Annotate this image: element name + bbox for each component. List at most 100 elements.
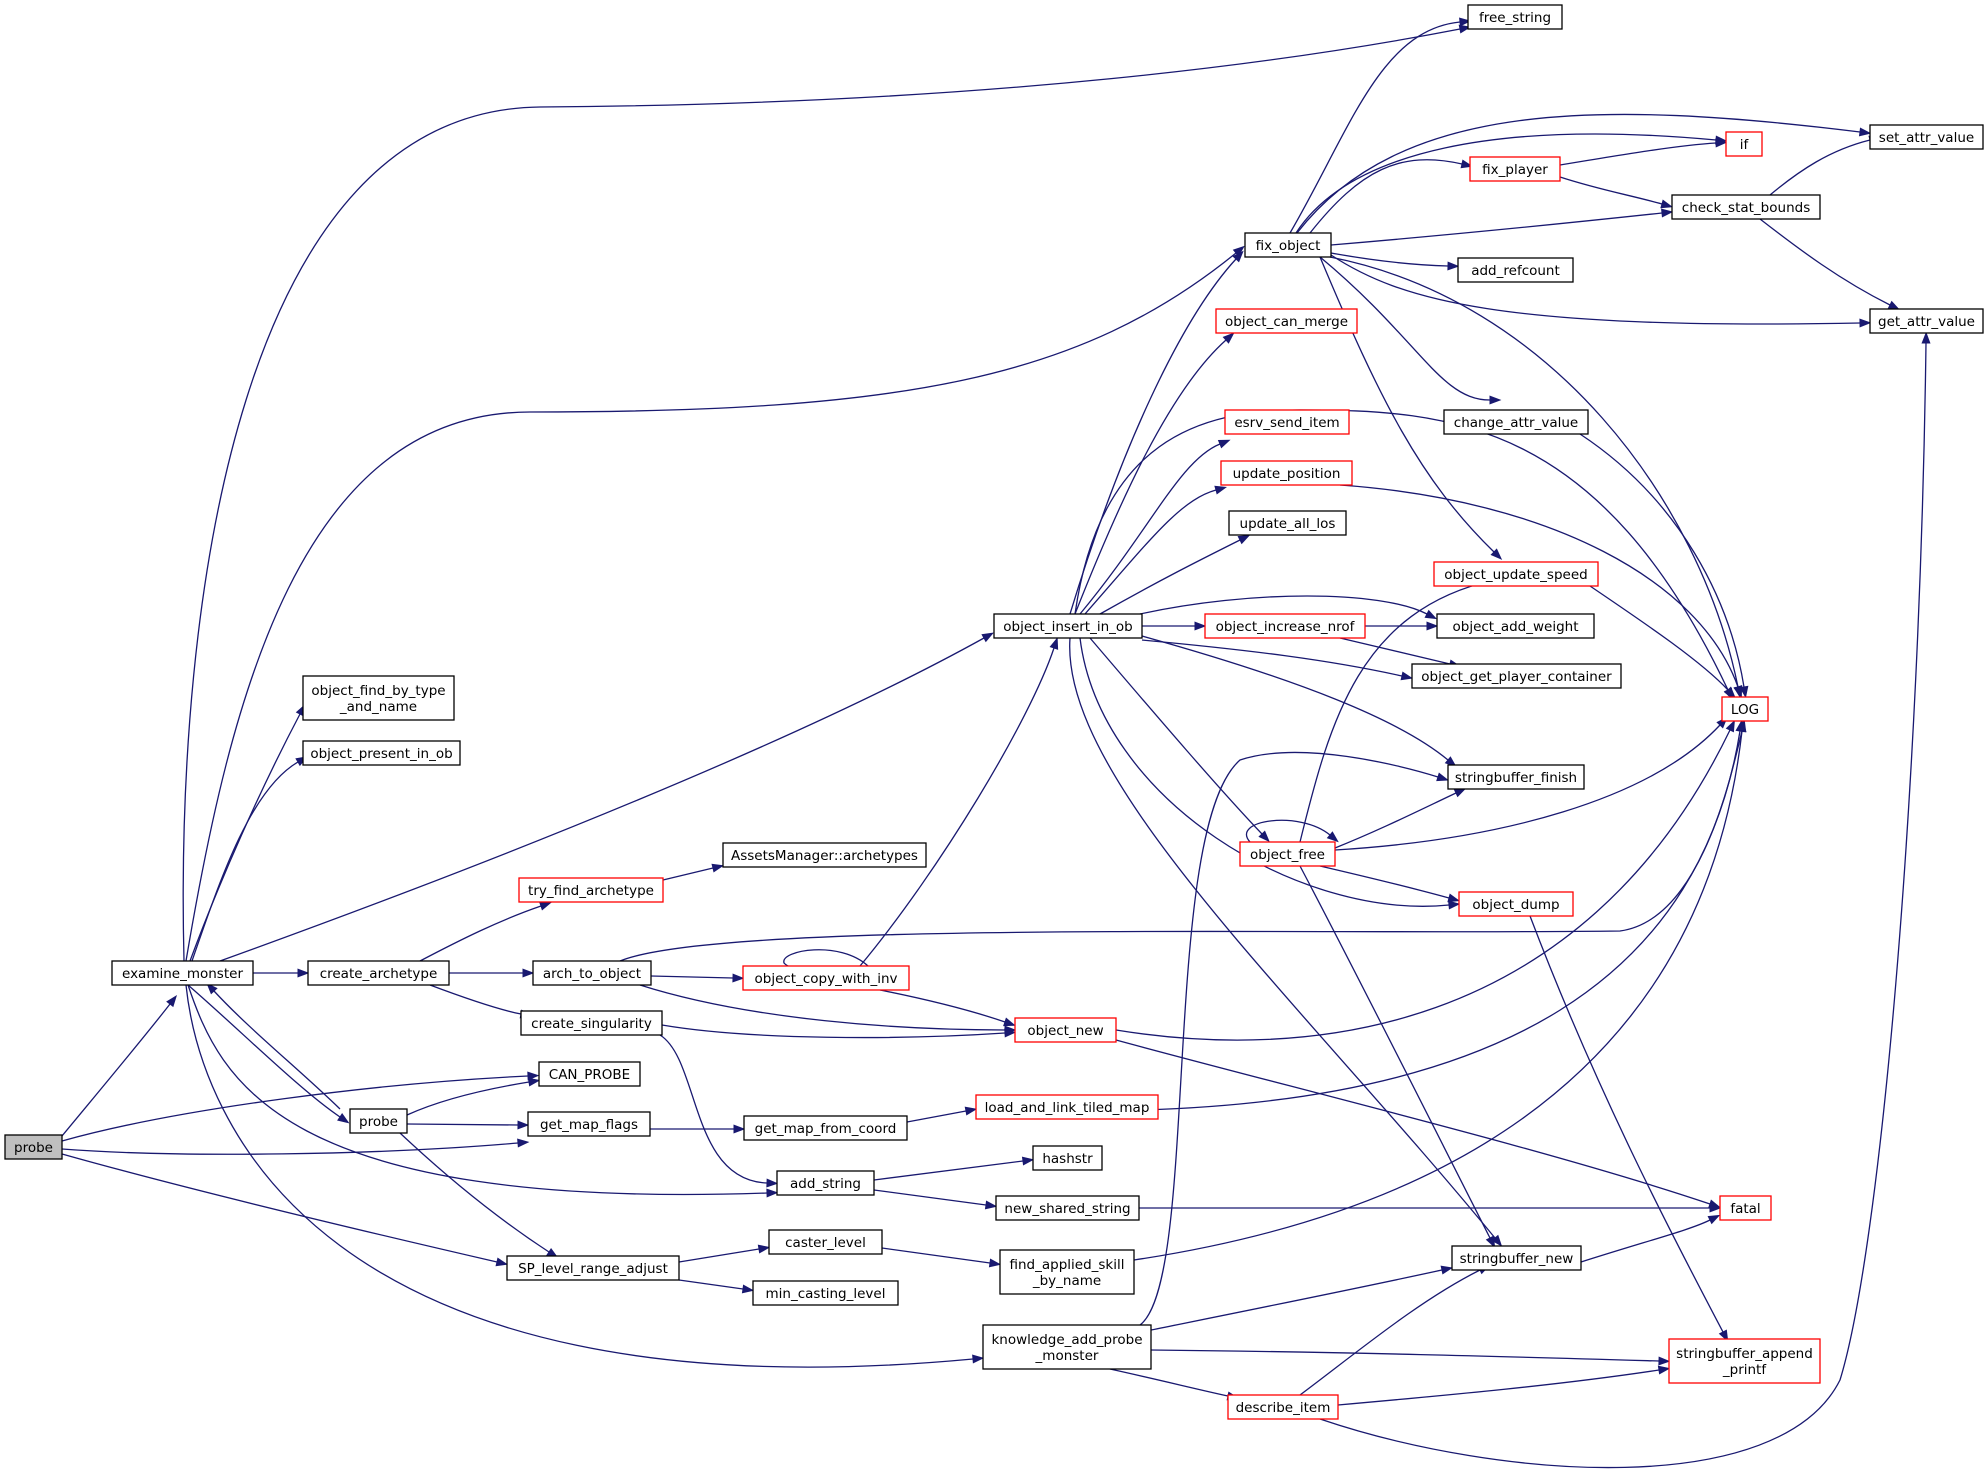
edge-describe_item-to-stringbuffer_append_printf bbox=[1337, 1365, 1671, 1406]
edge-create_singularity-to-object_new bbox=[661, 1024, 1017, 1039]
node-label: object_add_weight bbox=[1452, 619, 1578, 635]
node-probe_root[interactable]: probe bbox=[4, 1134, 63, 1160]
node-box bbox=[1451, 1245, 1582, 1271]
node-sp_level_range_adjust[interactable]: SP_level_range_adjust bbox=[506, 1255, 680, 1281]
edge-find_applied_skill_by_name-to-log bbox=[1133, 719, 1747, 1261]
arrowhead-icon bbox=[1661, 208, 1674, 218]
node-arch_to_object[interactable]: arch_to_object bbox=[532, 960, 652, 986]
node-box bbox=[1725, 131, 1763, 157]
edge-fix_object-to-free_string bbox=[1289, 17, 1472, 234]
node-update_all_los[interactable]: update_all_los bbox=[1228, 510, 1347, 536]
arrowhead-icon bbox=[757, 1244, 771, 1254]
node-box bbox=[752, 1280, 899, 1306]
node-object_dump[interactable]: object_dump bbox=[1458, 891, 1574, 917]
arrowhead-icon bbox=[1453, 788, 1467, 798]
node-box bbox=[768, 1229, 883, 1255]
arrowhead-icon bbox=[1485, 1235, 1496, 1249]
edge-sp_level_range_adjust-to-caster_level bbox=[678, 1244, 771, 1263]
node-can_probe[interactable]: CAN_PROBE bbox=[538, 1061, 641, 1087]
node-object_update_speed[interactable]: object_update_speed bbox=[1433, 561, 1599, 587]
node-fatal[interactable]: fatal bbox=[1719, 1195, 1772, 1221]
node-new_shared_string[interactable]: new_shared_string bbox=[995, 1195, 1140, 1221]
node-label: if bbox=[1740, 137, 1750, 153]
node-if[interactable]: if bbox=[1725, 131, 1763, 157]
node-object_can_merge[interactable]: object_can_merge bbox=[1215, 308, 1358, 334]
edge-object_new-to-fatal bbox=[1115, 1039, 1721, 1209]
node-stringbuffer_new[interactable]: stringbuffer_new bbox=[1451, 1245, 1582, 1271]
node-box bbox=[999, 1249, 1135, 1295]
node-label: create_archetype bbox=[320, 966, 438, 982]
edge-fix_object-to-set_attr_value bbox=[1296, 113, 1872, 234]
edge-object_free-to-stringbuffer_new bbox=[1299, 865, 1496, 1249]
node-change_attr_value[interactable]: change_attr_value bbox=[1443, 409, 1589, 435]
node-label: SP_level_range_adjust bbox=[518, 1261, 668, 1277]
node-examine_monster[interactable]: examine_monster bbox=[111, 960, 254, 986]
node-object_present_in_ob[interactable]: object_present_in_ob bbox=[302, 740, 461, 766]
node-stringbuffer_finish[interactable]: stringbuffer_finish bbox=[1447, 764, 1585, 790]
arrowhead-icon bbox=[741, 1284, 755, 1294]
node-fix_player[interactable]: fix_player bbox=[1469, 156, 1561, 182]
node-box bbox=[1719, 1195, 1772, 1221]
arrowhead-icon bbox=[1400, 671, 1414, 681]
arrowhead-icon bbox=[1459, 17, 1472, 27]
node-find_applied_skill_by_name[interactable]: find_applied_skill_by_name bbox=[999, 1249, 1135, 1295]
node-box bbox=[742, 965, 910, 991]
node-knowledge_add_probe_monster[interactable]: knowledge_add_probe_monster bbox=[982, 1324, 1152, 1370]
arrowhead-icon bbox=[1458, 24, 1472, 34]
node-object_add_weight[interactable]: object_add_weight bbox=[1436, 613, 1595, 639]
node-esrv_send_item[interactable]: esrv_send_item bbox=[1224, 409, 1350, 435]
node-box bbox=[1411, 663, 1622, 689]
node-log[interactable]: LOG bbox=[1721, 696, 1769, 722]
node-label: create_singularity bbox=[531, 1016, 652, 1032]
arrowhead-icon bbox=[1739, 685, 1749, 699]
edge-examine_monster-to-create_archetype bbox=[253, 968, 310, 978]
edge-sp_level_range_adjust-to-min_casting_level bbox=[678, 1279, 755, 1294]
node-fix_object[interactable]: fix_object bbox=[1244, 232, 1332, 258]
node-object_get_player_container[interactable]: object_get_player_container bbox=[1411, 663, 1622, 689]
node-create_archetype[interactable]: create_archetype bbox=[307, 960, 450, 986]
node-get_map_from_coord[interactable]: get_map_from_coord bbox=[743, 1115, 908, 1141]
node-object_find_by_type_and_name[interactable]: object_find_by_type_and_name bbox=[302, 675, 455, 721]
edge-try_find_archetype-to-assets_archetypes bbox=[662, 863, 725, 881]
node-box bbox=[1869, 308, 1984, 334]
node-object_copy_with_inv[interactable]: object_copy_with_inv bbox=[742, 965, 910, 991]
arrowhead-icon bbox=[1657, 1365, 1671, 1375]
node-object_insert_in_ob[interactable]: object_insert_in_ob bbox=[993, 613, 1143, 639]
node-stringbuffer_append_printf[interactable]: stringbuffer_append_printf bbox=[1668, 1338, 1821, 1384]
node-create_singularity[interactable]: create_singularity bbox=[520, 1010, 663, 1036]
node-update_position[interactable]: update_position bbox=[1220, 460, 1353, 486]
arrowhead-icon bbox=[981, 632, 994, 643]
node-try_find_archetype[interactable]: try_find_archetype bbox=[518, 877, 664, 903]
node-label: try_find_archetype bbox=[528, 883, 654, 899]
node-get_map_flags[interactable]: get_map_flags bbox=[527, 1111, 651, 1137]
node-min_casting_level[interactable]: min_casting_level bbox=[752, 1280, 899, 1306]
node-add_refcount[interactable]: add_refcount bbox=[1457, 257, 1574, 283]
node-box bbox=[1433, 561, 1599, 587]
node-hashstr[interactable]: hashstr bbox=[1032, 1145, 1103, 1171]
node-assets_archetypes[interactable]: AssetsManager::archetypes bbox=[722, 842, 927, 868]
node-box bbox=[1469, 156, 1561, 182]
node-box bbox=[1224, 409, 1350, 435]
node-get_attr_value[interactable]: get_attr_value bbox=[1869, 308, 1984, 334]
arrowhead-icon bbox=[766, 1188, 779, 1198]
node-object_free[interactable]: object_free bbox=[1239, 841, 1336, 867]
node-free_string[interactable]: free_string bbox=[1467, 4, 1563, 30]
node-caster_level[interactable]: caster_level bbox=[768, 1229, 883, 1255]
node-probe2[interactable]: probe bbox=[349, 1108, 408, 1134]
node-label: _printf bbox=[1722, 1362, 1767, 1378]
arrowhead-icon bbox=[1715, 138, 1728, 148]
edge-fix_object-to-check_stat_bounds bbox=[1330, 208, 1674, 246]
node-set_attr_value[interactable]: set_attr_value bbox=[1869, 124, 1984, 150]
node-box bbox=[743, 1115, 908, 1141]
node-object_new[interactable]: object_new bbox=[1014, 1017, 1117, 1043]
arrowhead-icon bbox=[527, 1071, 540, 1081]
node-describe_item[interactable]: describe_item bbox=[1227, 1394, 1339, 1420]
node-check_stat_bounds[interactable]: check_stat_bounds bbox=[1671, 194, 1821, 220]
node-load_and_link_tiled_map[interactable]: load_and_link_tiled_map bbox=[975, 1094, 1159, 1120]
node-add_string[interactable]: add_string bbox=[776, 1170, 875, 1196]
node-object_increase_nrof[interactable]: object_increase_nrof bbox=[1204, 613, 1366, 639]
node-label: caster_level bbox=[785, 1235, 866, 1251]
edge-fix_player-to-if bbox=[1559, 138, 1728, 166]
arrowhead-icon bbox=[1718, 1329, 1729, 1343]
edge-arch_to_object-to-object_new bbox=[639, 984, 1017, 1035]
